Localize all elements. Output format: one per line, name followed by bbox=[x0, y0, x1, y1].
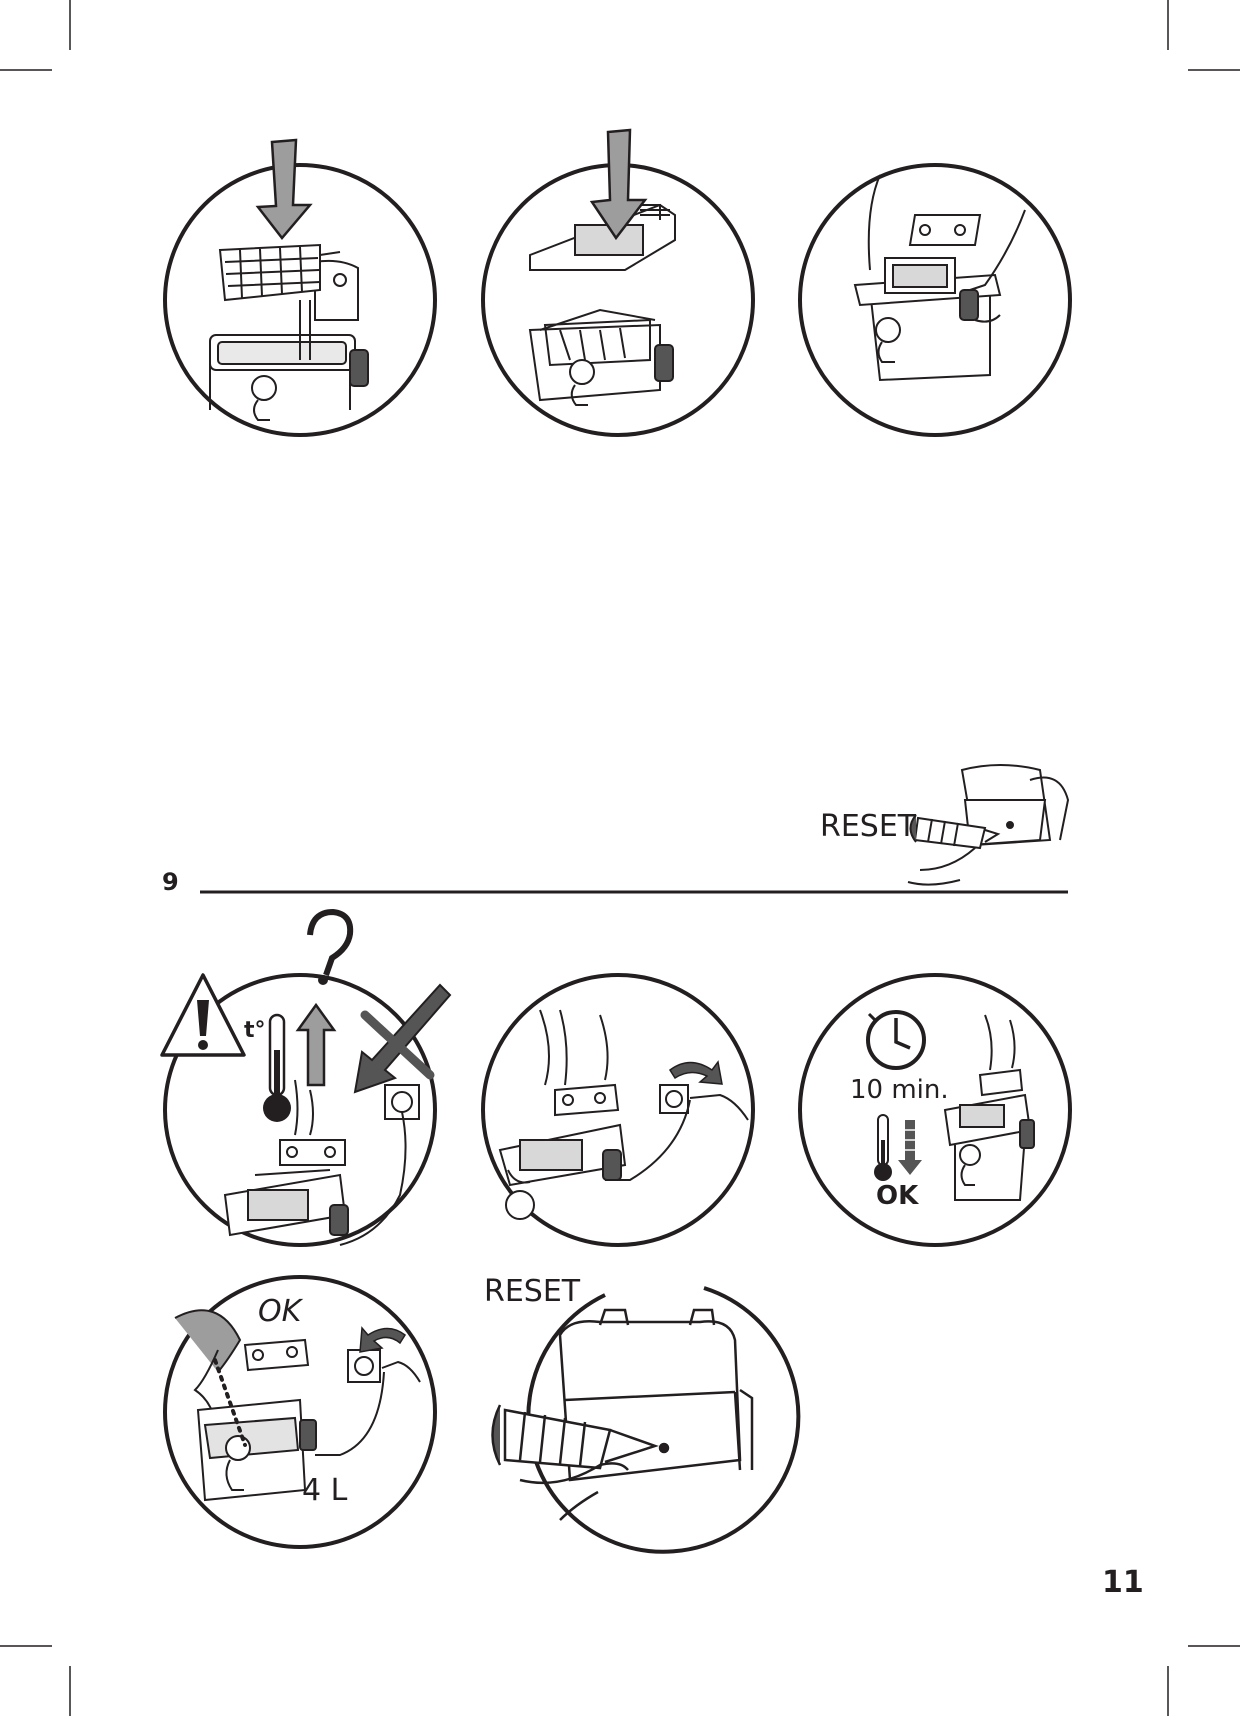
ok-label-italic: OK bbox=[258, 1297, 301, 1327]
illustration-unplug-fryer bbox=[483, 975, 753, 1245]
time-label: 10 min. bbox=[850, 1077, 949, 1103]
reset-label-bottom: RESET bbox=[484, 1277, 580, 1307]
page-number: 11 bbox=[1102, 1568, 1144, 1598]
step-number: 9 bbox=[162, 870, 179, 894]
volume-label: 4 L bbox=[302, 1476, 347, 1506]
reset-label-top: RESET bbox=[820, 812, 916, 842]
illustration-carrying-fryer bbox=[800, 165, 1070, 435]
illustration-basket-lowering bbox=[165, 140, 435, 435]
temperature-label: t° bbox=[244, 1020, 266, 1042]
ok-label-bold: OK bbox=[876, 1183, 918, 1209]
illustration-overheat-warning bbox=[162, 912, 450, 1245]
illustration-reset-pen bbox=[908, 765, 1068, 885]
illustration-reset-closeup bbox=[493, 1288, 799, 1552]
illustration-lid-closing bbox=[483, 130, 753, 435]
illustration-cooling-timer bbox=[800, 975, 1070, 1245]
